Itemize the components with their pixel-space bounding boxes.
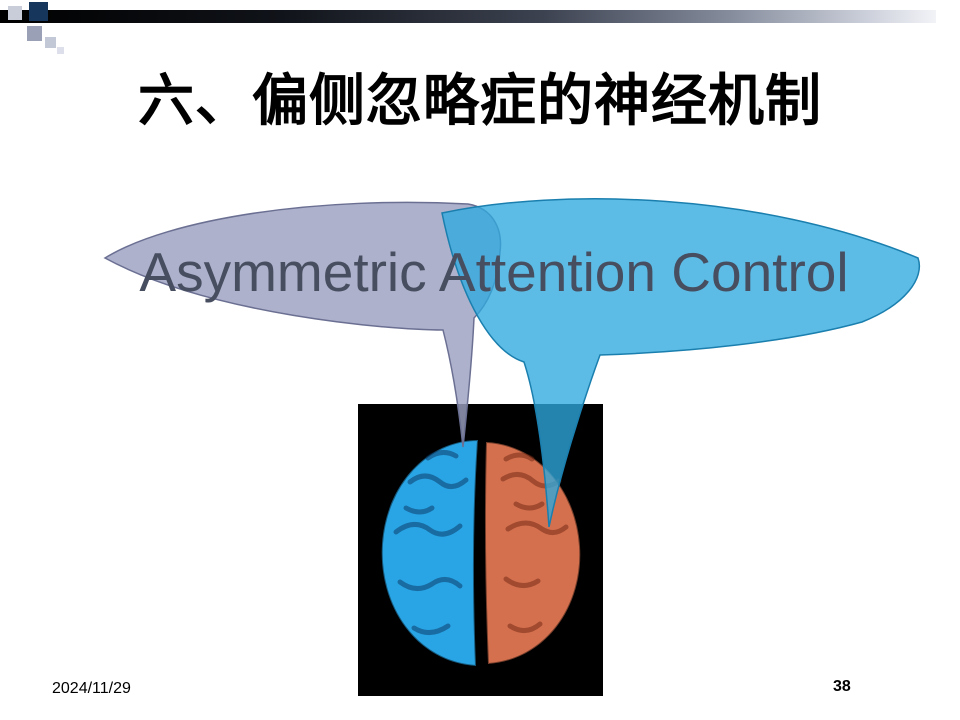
deco-square	[45, 37, 56, 48]
deco-square	[57, 47, 64, 54]
right-attention-cone	[441, 198, 920, 528]
brain-midline-fissure	[475, 437, 485, 667]
deco-square	[29, 2, 48, 21]
brain-left-gyri	[393, 450, 469, 635]
slide-number: 38	[833, 678, 851, 695]
header-gradient-bar	[0, 10, 936, 23]
deco-square	[27, 26, 42, 41]
footer-date: 2024/11/29	[52, 680, 131, 697]
brain-left-hemisphere	[380, 438, 480, 668]
slide-title: 六、偏侧忽略症的神经机制	[138, 68, 822, 134]
figure-caption-text: Asymmetric Attention Control	[139, 241, 848, 303]
left-attention-cone	[103, 201, 502, 448]
deco-square	[8, 6, 22, 20]
